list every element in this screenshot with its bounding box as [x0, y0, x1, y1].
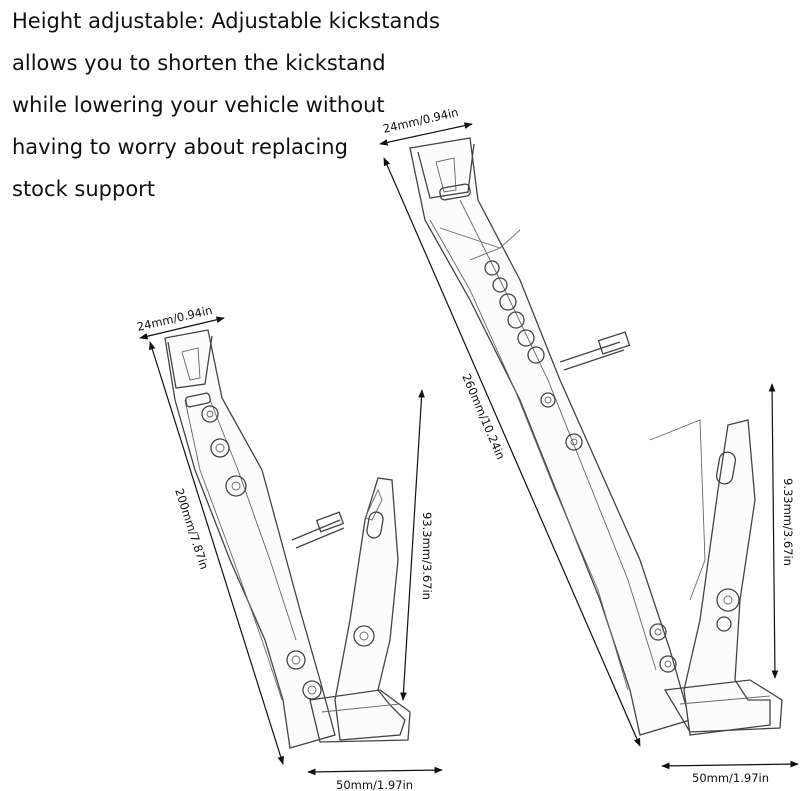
description-text: Height adjustable: Adjustable kickstands… [12, 0, 492, 210]
long-top-width-label: 24mm/0.94in [382, 105, 460, 136]
long-base-width-label: 50mm/1.97in [692, 771, 769, 785]
description-line-3: while lowering your vehicle without [12, 93, 385, 117]
description-line-1: Height adjustable: Adjustable kickstands [12, 9, 440, 33]
short-base-width-label: 50mm/1.97in [336, 778, 413, 791]
long-length-label: 260mm/10.24in [459, 372, 508, 462]
short-foot-height-label: 93.3mm/3.67in [420, 512, 434, 600]
description-line-2: allows you to shorten the kickstand [12, 51, 386, 75]
long-foot-plate [683, 419, 771, 736]
description-line-5: stock support [12, 177, 156, 201]
short-length-label: 200mm/7.87in [172, 487, 211, 572]
long-foot-height-label: 9.33mm/3.67in [781, 478, 795, 566]
description-line-4: having to worry about replacing [12, 135, 348, 159]
